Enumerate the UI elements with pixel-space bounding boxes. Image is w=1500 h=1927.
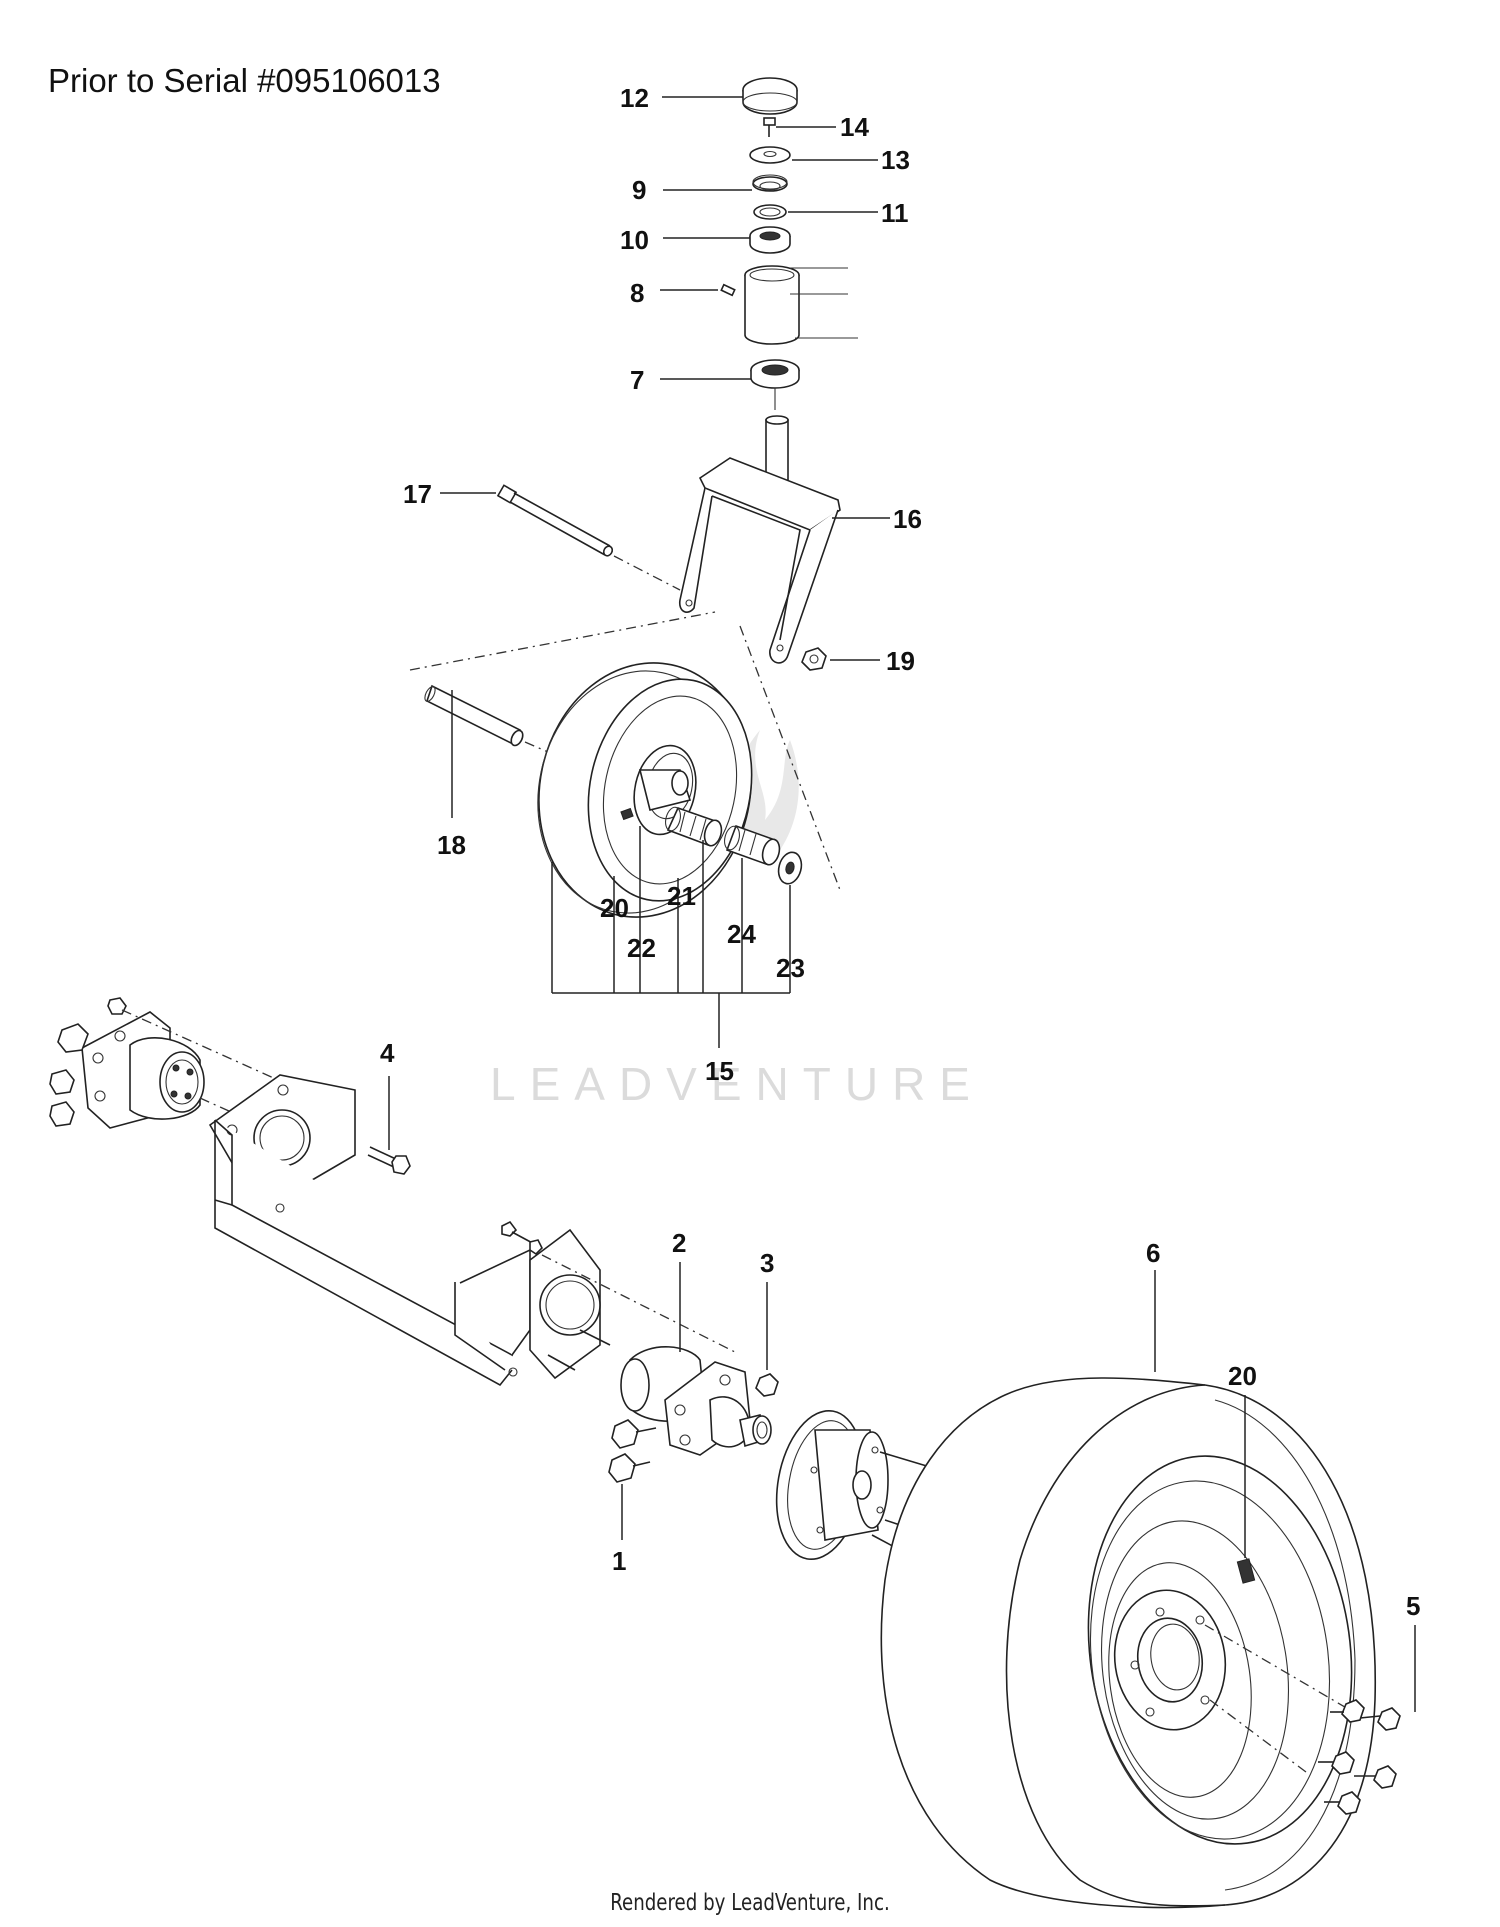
callout-3: 3 [760, 1248, 774, 1278]
callout-18: 18 [437, 830, 466, 860]
callout-16: 16 [893, 504, 922, 534]
callout-4: 4 [380, 1038, 395, 1068]
callout-17: 17 [403, 479, 432, 509]
part-12-dust-cap[interactable] [742, 77, 798, 115]
part-10-bearing[interactable] [749, 226, 791, 254]
frame-mount-bolts [501, 1220, 543, 1256]
callout-12: 12 [620, 83, 649, 113]
part-5-lug-bolts[interactable] [1318, 1699, 1401, 1815]
callout-9: 9 [632, 175, 646, 205]
footer-credit: Rendered by LeadVenture, Inc. [610, 1890, 890, 1916]
callout-20-caster: 20 [600, 893, 629, 923]
part-2-wheel-motor[interactable] [620, 1346, 772, 1456]
part-17-bolt[interactable] [496, 484, 614, 557]
part-6-rear-tire[interactable] [880, 1377, 1377, 1909]
part-11-ring[interactable] [753, 204, 787, 220]
callout-8: 8 [630, 278, 644, 308]
part-19-nut[interactable] [801, 647, 827, 671]
part-18-spacer[interactable] [423, 684, 525, 747]
part-20-valve-stem[interactable] [1236, 1558, 1256, 1584]
callout-14: 14 [840, 112, 869, 142]
callout-20-wheel: 20 [1228, 1361, 1257, 1391]
watermark-text: LEADVENTURE [490, 1058, 984, 1110]
part-4-bolt[interactable] [367, 1146, 411, 1175]
serial-note: Prior to Serial #095106013 [48, 62, 441, 99]
part-23-seal[interactable] [775, 850, 805, 887]
callout-6: 6 [1146, 1238, 1160, 1268]
leader-lines [388, 96, 1416, 1712]
callout-2: 2 [672, 1228, 686, 1258]
part-24-roller-bearing[interactable] [722, 824, 782, 867]
part-9-seal[interactable] [752, 174, 788, 192]
part-20-grease-fitting-caster[interactable] [620, 807, 634, 821]
left-wheel-motor[interactable] [49, 997, 205, 1129]
part-7-bearing[interactable] [750, 359, 800, 410]
callout-19: 19 [886, 646, 915, 676]
callout-numbers: 12 14 13 9 11 10 8 7 17 16 19 18 20 21 2… [380, 83, 1420, 1621]
part-3-nut[interactable] [755, 1373, 779, 1397]
callout-7: 7 [630, 365, 644, 395]
callout-13: 13 [881, 145, 910, 175]
part-14-grease-fitting[interactable] [763, 117, 776, 137]
part-21-roller-bearing[interactable] [663, 806, 724, 848]
callout-21: 21 [667, 881, 696, 911]
caster-tube [744, 265, 800, 345]
part-13-washer[interactable] [749, 146, 791, 164]
callout-23: 23 [776, 953, 805, 983]
wheel-hub [775, 1409, 889, 1561]
callout-1: 1 [612, 1546, 626, 1576]
callout-5: 5 [1406, 1591, 1420, 1621]
part-1-hydraulic-fittings[interactable] [608, 1419, 657, 1483]
callout-11: 11 [881, 198, 909, 228]
callout-10: 10 [620, 225, 649, 255]
part-16-caster-fork[interactable] [678, 415, 841, 664]
callout-24: 24 [727, 919, 756, 949]
axle-frame-channel [214, 1119, 611, 1387]
callout-22: 22 [627, 933, 656, 963]
part-15-caster-wheel-assembly[interactable] [516, 643, 775, 937]
callout-bracket-15 [551, 826, 791, 1048]
part-8-pin[interactable] [720, 283, 736, 297]
callout-15: 15 [705, 1056, 734, 1086]
